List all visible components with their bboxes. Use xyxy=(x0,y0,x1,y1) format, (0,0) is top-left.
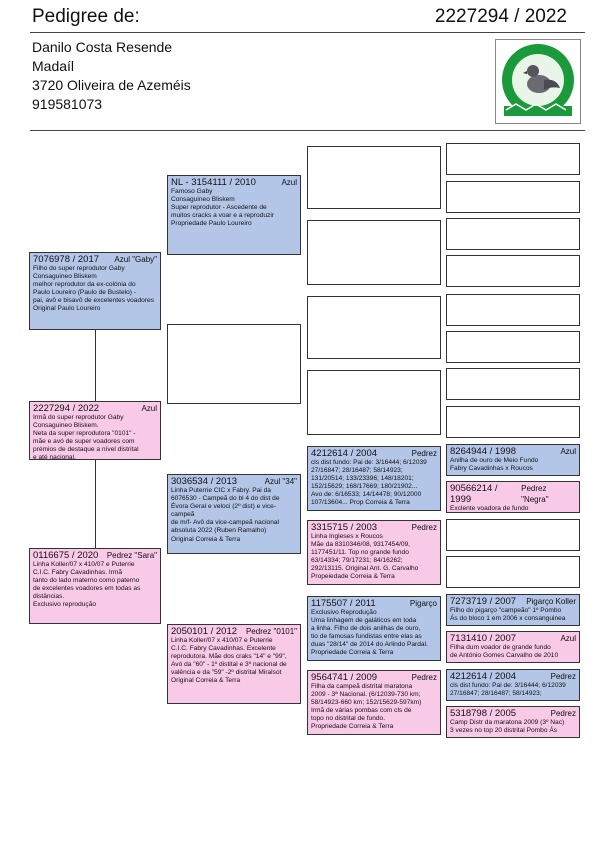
ddss-notes: Filho do pigarço "campeão" 1º Pombo Ás d… xyxy=(450,607,566,623)
gen4-empty-card[interactable] xyxy=(446,406,580,438)
ddds-color: Pedrez xyxy=(550,672,576,681)
ddss-ring: 7273719 / 2007 xyxy=(450,596,517,607)
owner-phone: 919581073 xyxy=(32,96,103,112)
subject-ring-number: 2227294 / 2022 xyxy=(434,6,567,27)
dss-color: Pedrez xyxy=(411,449,437,458)
dam-sire-card[interactable]: 3036534 / 2013 Azul "34" Linha Puterrie C… xyxy=(167,474,301,554)
dam-sire-sire-card[interactable]: 4212614 / 2004 Pedrez cls dist fundo: Pai… xyxy=(307,446,441,511)
dam-sire-notes: Linha Puterrie CIC x Fabry. Pai da 60765… xyxy=(171,487,280,543)
gen4-empty-card[interactable] xyxy=(446,218,580,250)
gen4-empty-card[interactable] xyxy=(446,331,580,363)
gen3-empty-card[interactable] xyxy=(307,296,441,359)
gen3-empty-card[interactable] xyxy=(307,146,441,209)
connector-line xyxy=(95,330,96,401)
sire-sire-ring: NL - 3154111 / 2010 xyxy=(171,177,256,188)
dsd-ring: 3315715 / 2003 xyxy=(311,522,378,533)
dddd-ring: 5318798 / 2005 xyxy=(450,708,517,719)
ddsd-color: Azul xyxy=(560,634,576,643)
ddds-card[interactable]: 4212614 / 2004 Pedrez cls dist fundo: Pai… xyxy=(446,669,580,701)
connector-line xyxy=(95,460,96,548)
sire-sire-color: Azul xyxy=(281,178,297,187)
dam-sire-dam-card[interactable]: 3315715 / 2003 Pedrez Linha Ingleses x Ro… xyxy=(307,520,441,585)
dam-ring: 0116675 / 2020 xyxy=(33,550,99,561)
gen4-empty-card[interactable] xyxy=(446,143,580,175)
dssd-ring: 90566214 / 1999 xyxy=(450,483,498,505)
sire-dam-card-empty[interactable] xyxy=(167,324,301,404)
owner-place: Madaíl xyxy=(32,58,75,74)
pigeon-logo-icon xyxy=(502,44,574,116)
sire-card[interactable]: 7076978 / 2017 Azul "Gaby" Filho do super… xyxy=(29,252,161,330)
dsd-notes: Linha Ingleses x Roucos Mãe da 8310346/0… xyxy=(311,533,419,581)
dam-dam-card[interactable]: 2050101 / 2012 Pedrez "0101" Linha Koller… xyxy=(167,624,301,704)
gen4-empty-card[interactable] xyxy=(446,368,580,400)
ddsd-ring: 7131410 / 2007 xyxy=(450,633,517,644)
dsd-color: Pedrez xyxy=(411,523,437,532)
sire-sire-card[interactable]: NL - 3154111 / 2010 Azul Famoso Gaby Cons… xyxy=(167,175,301,255)
dam-dam-ring: 2050101 / 2012 xyxy=(171,626,238,637)
gen3-empty-card[interactable] xyxy=(307,220,441,285)
dsss-notes: Anilha de ouro de Meio Fundo Fabry Cavad… xyxy=(450,457,539,473)
ddd-ring: 9564741 / 2009 xyxy=(311,672,378,683)
dssd-color: Pedrez "Negra" xyxy=(521,484,549,504)
ddss-color: Pigarço Koller xyxy=(526,597,576,606)
dam-sire-color: Azul "34" xyxy=(264,477,297,486)
dddd-notes: Camp Distr da maratona 2009 (3º Nac) 3 v… xyxy=(450,719,565,735)
dds-notes: Exclusivo Reprodução Uma linhagem de gal… xyxy=(311,609,428,657)
ddds-ring: 4212614 / 2004 xyxy=(450,671,517,682)
dss-ring: 4212614 / 2004 xyxy=(311,448,378,459)
sire-ring: 7076978 / 2017 xyxy=(33,254,100,265)
dam-dam-notes: Linha Koller/07 x 410/07 e Puterrie C.I.… xyxy=(171,637,287,685)
gen3-empty-card[interactable] xyxy=(307,370,441,435)
loft-logo xyxy=(495,39,581,124)
dddd-card[interactable]: 5318798 / 2005 Pedrez Camp Distr da marat… xyxy=(446,706,580,738)
dam-card[interactable]: 0116675 / 2020 Pedrez "Sara" Linha Koller… xyxy=(29,548,161,624)
dds-color: Pigarço xyxy=(409,599,437,608)
header-divider xyxy=(30,32,585,33)
sire-sire-notes: Famoso Gaby Consaguineo Bliskem Super re… xyxy=(171,188,274,228)
ddd-color: Pedrez xyxy=(411,673,437,682)
owner-name: Danilo Costa Resende xyxy=(32,39,173,55)
dssd-notes: Exclente voadora de fundo Os seus descen… xyxy=(450,505,529,512)
dam-notes: Linha Koller/07 x 410/07 e Puterrie C.I.… xyxy=(33,561,141,609)
sire-color: Azul "Gaby" xyxy=(114,255,157,264)
dam-sire-ring: 3036534 / 2013 xyxy=(171,476,238,487)
dsss-color: Azul xyxy=(560,447,576,456)
dssd-card[interactable]: 90566214 / 1999 Pedrez "Negra" Exclente v… xyxy=(446,481,580,513)
dam-dam-color: Pedrez "0101" xyxy=(245,627,297,636)
subject-card[interactable]: 2227294 / 2022 Azul Irmã do super reprodu… xyxy=(29,401,161,460)
dsss-ring: 8264944 / 1998 xyxy=(450,446,517,457)
subject-ring: 2227294 / 2022 xyxy=(33,403,100,414)
gen4-empty-card[interactable] xyxy=(446,519,580,551)
ddd-notes: Filha da campeã distrital maratona 2009 … xyxy=(311,683,422,731)
dddd-color: Pedrez xyxy=(550,709,576,718)
owner-divider xyxy=(30,130,585,131)
ddsd-card[interactable]: 7131410 / 2007 Azul Filha dum voador de g… xyxy=(446,631,580,663)
page-title: Pedigree de: xyxy=(32,6,140,27)
dsss-card[interactable]: 8264944 / 1998 Azul Anilha de ouro de Mei… xyxy=(446,444,580,476)
dam-dam-dam-card[interactable]: 9564741 / 2009 Pedrez Filha da campeã dis… xyxy=(307,670,441,735)
gen4-empty-card[interactable] xyxy=(446,294,580,326)
subject-notes: Irmã do super reprodutor Gaby Consaguine… xyxy=(33,414,139,460)
owner-address: 3720 Oliveira de Azeméis xyxy=(32,77,191,93)
dds-ring: 1175507 / 2011 xyxy=(311,598,376,609)
dam-color: Pedrez "Sara" xyxy=(106,551,157,560)
ddds-notes: cls dist fundo: Pai de: 3/16444; 6/12039… xyxy=(450,682,566,698)
dss-notes: cls dist fundo: Pai de: 3/16444; 6/12039… xyxy=(311,459,427,507)
ddss-card[interactable]: 7273719 / 2007 Pigarço Koller Filho do pi… xyxy=(446,594,580,626)
sire-notes: Filho do super reprodutor Gaby Consaguin… xyxy=(33,265,154,313)
gen4-empty-card[interactable] xyxy=(446,556,580,588)
gen4-empty-card[interactable] xyxy=(446,255,580,287)
dam-dam-sire-card[interactable]: 1175507 / 2011 Pigarço Exclusivo Reproduç… xyxy=(307,596,441,661)
gen4-empty-card[interactable] xyxy=(446,181,580,213)
ddsd-notes: Filha dum voador de grande fundo de Antó… xyxy=(450,644,559,660)
subject-color: Azul xyxy=(141,404,157,413)
